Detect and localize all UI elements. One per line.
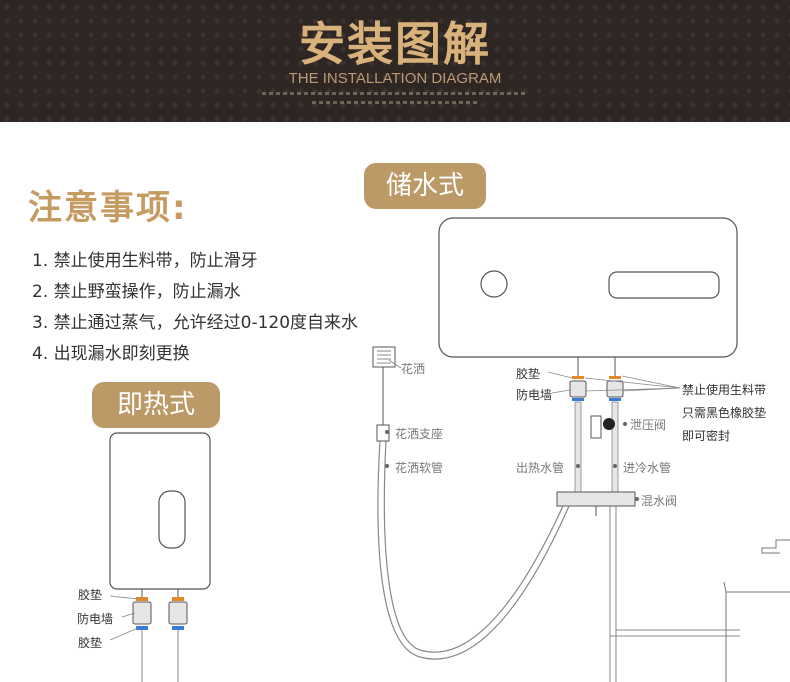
- seal-note-line-2: 只需黑色橡胶垫: [682, 406, 767, 420]
- seal-note-line-1: 禁止使用生料带: [682, 383, 767, 397]
- instant-gasket-bottom-label: 胶垫: [78, 636, 103, 650]
- instant-anti-shock-label: 防电墙: [77, 612, 114, 626]
- banner-decorative-line-2: [312, 101, 478, 104]
- instant-heater-unit: [109, 432, 211, 682]
- notice-item: 1. 禁止使用生料带，防止滑牙: [32, 251, 258, 271]
- notice-list: 1. 禁止使用生料带，防止滑牙 2. 禁止野蛮操作，防止漏水 3. 禁止通过蒸气…: [32, 246, 358, 370]
- header-banner: 安装图解 THE INSTALLATION DIAGRAM: [0, 0, 790, 122]
- shower-head-label: 花洒: [401, 362, 426, 376]
- notice-item: 3. 禁止通过蒸气，允许经过0-120度自来水: [32, 313, 359, 333]
- shower-holder-label: 花洒支座: [395, 427, 444, 441]
- notice-item: 4. 出现漏水即刻更换: [32, 344, 190, 364]
- shower-hose-label: 花洒软管: [395, 461, 444, 475]
- banner-decorative-line: [262, 92, 528, 95]
- notice-title: 注意事项:: [28, 188, 188, 228]
- relief-valve-label: 泄压阀: [630, 418, 667, 432]
- instant-heater-badge: 即热式: [92, 382, 220, 428]
- cold-inlet-pipe-label: 进冷水管: [623, 461, 672, 475]
- banner-title: 安装图解: [299, 17, 491, 71]
- storage-heater-unit: [372, 217, 790, 682]
- notice-item: 2. 禁止野蛮操作，防止漏水: [32, 282, 241, 302]
- storage-heater-badge: 储水式: [364, 163, 486, 209]
- seal-note-line-3: 即可密封: [682, 429, 731, 443]
- banner-subtitle: THE INSTALLATION DIAGRAM: [288, 70, 502, 87]
- hot-outlet-pipe-label: 出热水管: [516, 461, 565, 475]
- storage-gasket-label: 胶垫: [516, 367, 541, 381]
- storage-anti-shock-label: 防电墙: [516, 388, 553, 402]
- instant-gasket-top-label: 胶垫: [78, 588, 103, 602]
- mixing-valve-label: 混水阀: [641, 494, 678, 508]
